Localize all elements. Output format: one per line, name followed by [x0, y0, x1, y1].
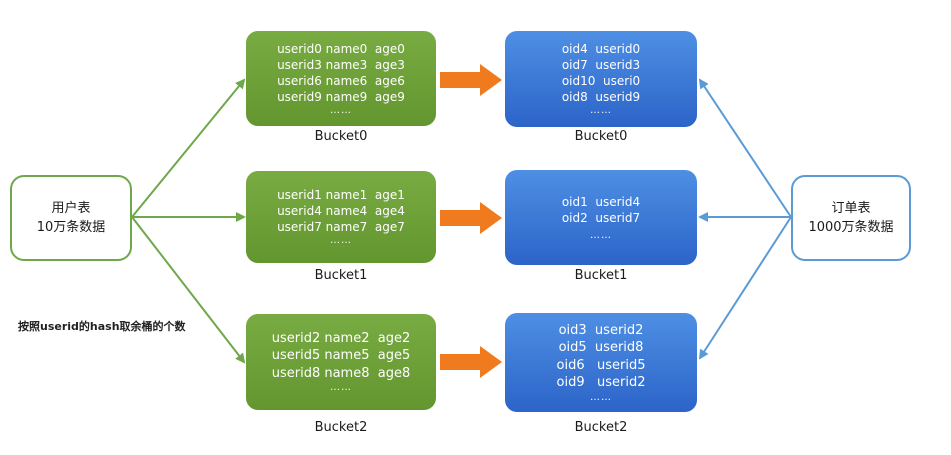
order-bucket-0-row-3: oid8 userid9 — [561, 90, 641, 104]
order-bucket-2-row-0: oid3 userid2 — [558, 322, 644, 338]
user-bucket-1-caption: Bucket1 — [314, 268, 368, 283]
order-bucket-2-row-2: oid6 userid5 — [556, 357, 646, 373]
order-to-bucket2-line — [698, 216, 792, 360]
user-bucket-1: userid1 name1 age1 userid4 name4 age4 us… — [246, 171, 436, 263]
user-bucket-0-row-3: userid9 name9 age9 — [277, 89, 405, 104]
order-bucket-2-row-1: oid5 userid8 — [558, 340, 644, 355]
order-bucket-2: oid3 userid2 oid5 userid8 oid6 userid5 o… — [505, 313, 697, 412]
order-bucket-2-row-3: oid9 userid2 — [556, 375, 646, 390]
user-bucket-1-row-1: userid4 name4 age4 — [277, 204, 405, 218]
user-bucket-2-row-0: userid2 name2 age2 — [271, 330, 411, 346]
user-bucket-1-row-0: userid1 name1 age1 — [277, 188, 405, 202]
user-bucket-0-row-1: userid3 name3 age3 — [277, 57, 405, 72]
join-arrow-1 — [440, 202, 502, 234]
user-bucket-2-row-1: userid5 name5 age5 — [271, 348, 411, 364]
join-arrow-0 — [440, 64, 502, 96]
order-bucket-2-caption: Bucket2 — [574, 420, 628, 435]
user-bucket-0: userid0 name0 age0 userid3 name3 age3 us… — [246, 31, 436, 126]
order-bucket-0-row-0: oid4 userid0 — [561, 42, 641, 56]
user-bucket-2: userid2 name2 age2 userid5 name5 age5 us… — [246, 314, 436, 410]
user-to-bucket0-line — [131, 78, 246, 218]
order-to-bucket0-line — [698, 78, 792, 218]
order-table-count: 1000万条数据 — [808, 220, 894, 235]
order-bucket-0-row-2: oid10 useri0 — [561, 74, 641, 88]
order-bucket-2-ellipsis: …… — [590, 391, 612, 403]
order-table-title: 订单表 — [831, 201, 871, 216]
user-bucket-1-row-2: userid7 name7 age7 — [277, 220, 405, 234]
user-bucket-0-ellipsis: …… — [330, 104, 352, 116]
order-bucket-0-row-1: oid7 userid3 — [561, 58, 641, 72]
order-bucket-1-row-1: oid2 userid7 — [561, 210, 641, 225]
order-bucket-0: oid4 userid0 oid7 userid3 oid10 useri0 o… — [505, 31, 697, 127]
user-bucket-1-ellipsis: …… — [330, 235, 352, 246]
order-table-node: 订单表 1000万条数据 — [791, 175, 911, 261]
order-bucket-1-row-0: oid1 userid4 — [561, 194, 641, 209]
user-table-title: 用户表 — [51, 201, 91, 216]
hash-note: 按照userid的hash取余桶的个数 — [18, 320, 186, 333]
order-bucket-1-ellipsis: …… — [590, 229, 612, 241]
user-bucket-2-row-2: userid8 name8 age8 — [271, 365, 411, 381]
user-table-node: 用户表 10万条数据 — [10, 175, 132, 261]
user-to-bucket2-line — [131, 216, 246, 364]
order-bucket-0-ellipsis: …… — [590, 105, 612, 116]
order-bucket-0-caption: Bucket0 — [574, 129, 628, 144]
join-arrow-2 — [440, 346, 502, 378]
user-bucket-0-caption: Bucket0 — [314, 129, 368, 144]
user-table-count: 10万条数据 — [36, 220, 106, 235]
user-bucket-2-ellipsis: …… — [330, 382, 352, 394]
user-bucket-0-row-0: userid0 name0 age0 — [277, 41, 405, 56]
user-bucket-0-row-2: userid6 name6 age6 — [277, 73, 405, 88]
order-bucket-1: oid1 userid4 oid2 userid7 …… — [505, 170, 697, 265]
user-bucket-2-caption: Bucket2 — [314, 420, 368, 435]
order-bucket-1-caption: Bucket1 — [574, 268, 628, 283]
